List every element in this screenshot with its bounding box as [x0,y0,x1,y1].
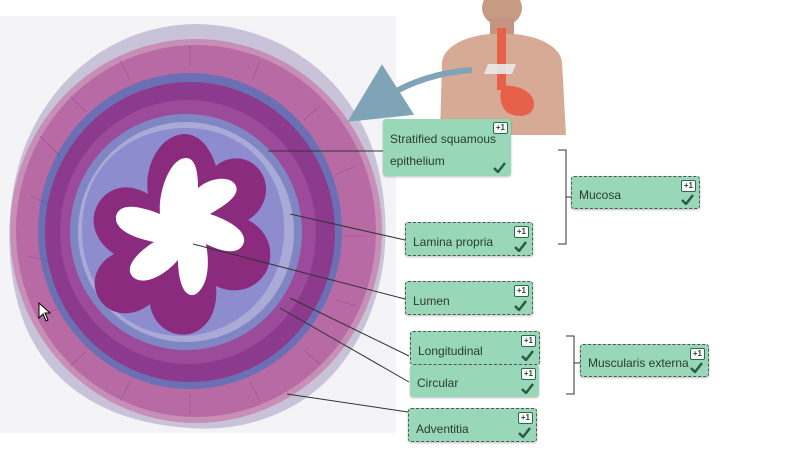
label-text-line1: Stratified squamous [390,132,497,146]
points-badge: +1 [520,368,536,380]
torso-diagram [430,0,575,135]
label-longitudinal[interactable]: Longitudinal +1 [410,331,540,365]
check-icon [514,241,527,252]
mouse-pointer-icon [38,302,52,322]
esophagus-micrograph [0,16,396,433]
label-text: Lamina propria [413,235,494,249]
label-lamina-propria[interactable]: Lamina propria +1 [405,222,533,256]
label-text: Mucosa [579,188,622,202]
check-icon [493,162,506,173]
points-badge: +1 [689,348,705,360]
check-icon [521,383,534,394]
label-mucosa[interactable]: Mucosa +1 [571,176,700,209]
check-icon [514,300,527,311]
check-icon [681,194,694,205]
label-text: Adventitia [416,422,469,436]
label-circular[interactable]: Circular +1 [410,365,539,397]
label-text-line2: epithelium [390,154,445,168]
label-stratified-squamous-epithelium[interactable]: Stratified squamous epithelium +1 [383,119,511,176]
points-badge: +1 [513,285,529,297]
label-text: Muscularis externa [588,356,689,370]
label-muscularis-externa[interactable]: Muscularis externa +1 [580,344,709,377]
check-icon [690,362,703,373]
label-adventitia[interactable]: Adventitia +1 [408,408,537,442]
label-text: Lumen [413,294,450,308]
points-badge: +1 [520,335,536,347]
label-lumen[interactable]: Lumen +1 [405,281,533,315]
points-badge: +1 [680,180,696,192]
points-badge: +1 [513,226,529,238]
check-icon [518,427,531,438]
label-text: Circular [417,376,459,390]
label-text: Longitudinal [418,344,483,358]
points-badge: +1 [517,412,533,424]
check-icon [521,350,534,361]
points-badge: +1 [492,122,508,134]
